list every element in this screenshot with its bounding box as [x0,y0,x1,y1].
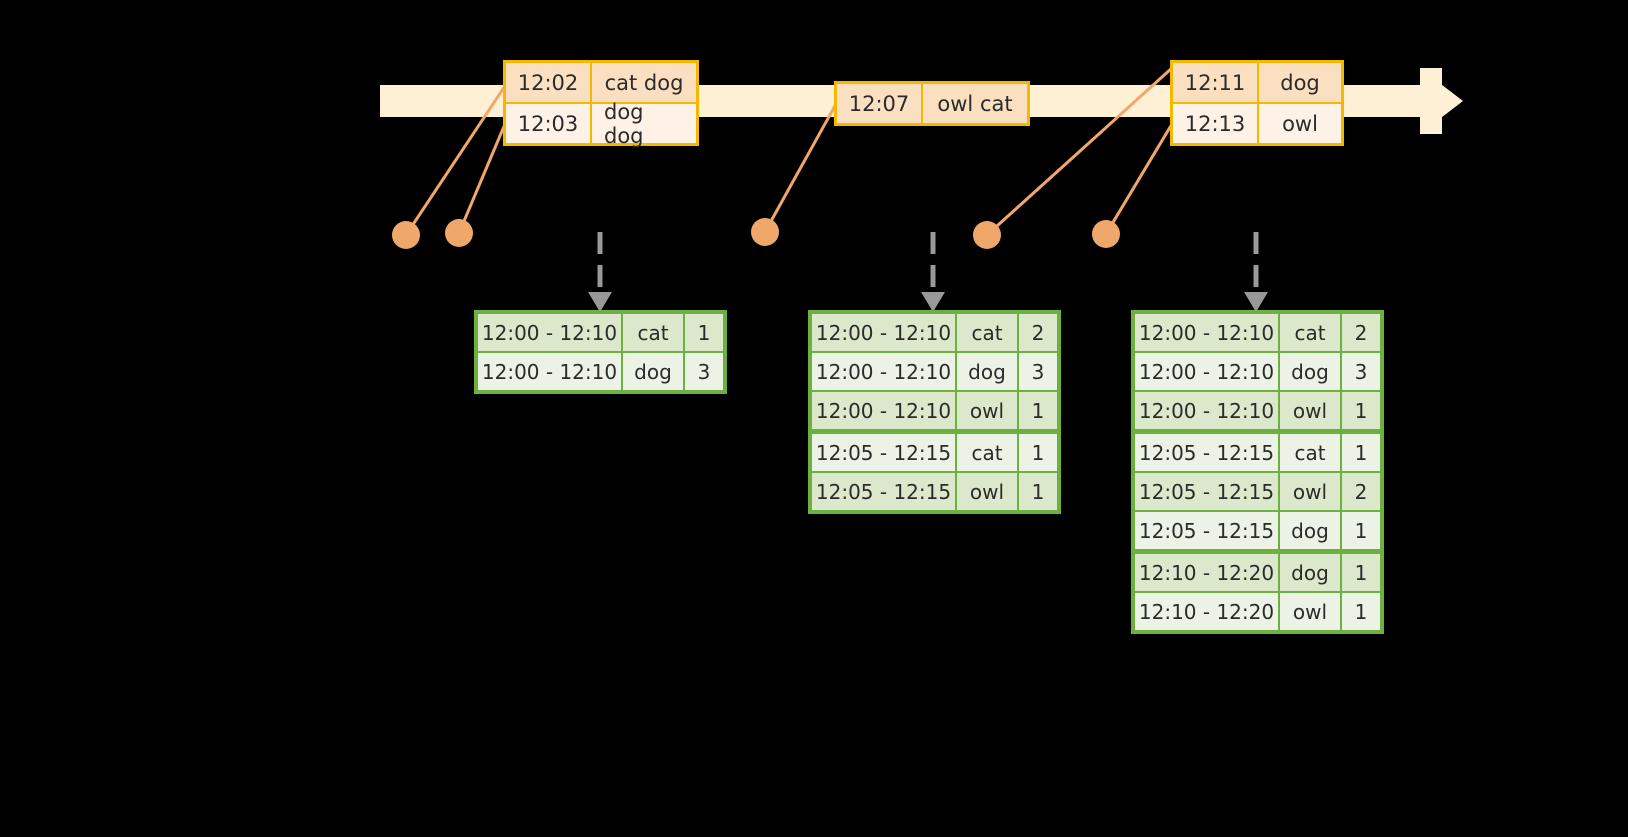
event-words: owl cat [923,84,1027,123]
result-window-cell: 12:00 - 12:10 [478,314,623,351]
result-window-cell: 12:05 - 12:15 [1135,473,1280,510]
result-key-cell: dog [1280,512,1342,549]
event-words: cat dog [592,63,696,102]
result-key-cell: cat [957,314,1019,351]
result-key-cell: dog [1280,353,1342,390]
result-window-cell: 12:00 - 12:10 [1135,392,1280,429]
result-count-cell: 1 [1342,554,1380,591]
result-count-cell: 1 [1342,392,1380,429]
event-time: 12:11 [1173,63,1259,102]
result-window-cell: 12:10 - 12:20 [1135,554,1280,591]
event-words: dog [1259,63,1341,102]
result-window-cell: 12:05 - 12:15 [1135,512,1280,549]
result-count-cell: 1 [1019,473,1057,510]
dashed-arrow-1 [588,232,612,312]
result-count-cell: 3 [1342,353,1380,390]
connector-dot-1 [392,221,420,249]
result-key-cell: cat [623,314,685,351]
result-count-cell: 1 [1342,434,1380,471]
result-key-cell: owl [1280,593,1342,630]
result-window-cell: 12:00 - 12:10 [1135,353,1280,390]
result-window-cell: 12:10 - 12:20 [1135,593,1280,630]
result-key-cell: owl [1280,392,1342,429]
result-window-cell: 12:05 - 12:15 [812,434,957,471]
event-words: dog dog [592,100,696,148]
event-time: 12:03 [506,104,592,143]
connector-dot-2 [445,219,473,247]
result-window-cell: 12:00 - 12:10 [1135,314,1280,351]
event-time: 12:02 [506,63,592,102]
result-window-cell: 12:00 - 12:10 [812,392,957,429]
event-words: owl [1259,104,1341,143]
event-time: 12:07 [837,84,923,123]
connector-dot-5 [1092,220,1120,248]
result-key-cell: cat [957,434,1019,471]
result-count-cell: 3 [1019,353,1057,390]
result-count-cell: 1 [1342,512,1380,549]
timeline-arrowhead [1420,68,1463,134]
result-count-cell: 2 [1342,473,1380,510]
result-key-cell: owl [1280,473,1342,510]
result-count-cell: 1 [1342,593,1380,630]
connector-line-2 [457,123,507,234]
connector-dot-3 [751,218,779,246]
result-window-cell: 12:00 - 12:10 [478,353,623,390]
result-window-cell: 12:00 - 12:10 [812,353,957,390]
result-key-cell: dog [1280,554,1342,591]
result-key-cell: dog [623,353,685,390]
result-key-cell: cat [1280,314,1342,351]
result-window-cell: 12:05 - 12:15 [1135,434,1280,471]
result-count-cell: 3 [685,353,723,390]
result-key-cell: owl [957,392,1019,429]
result-count-cell: 1 [1019,434,1057,471]
result-key-cell: dog [957,353,1019,390]
result-count-cell: 1 [685,314,723,351]
event-time: 12:13 [1173,104,1259,143]
dashed-arrow-3 [1244,232,1268,312]
result-count-cell: 1 [1019,392,1057,429]
connector-dot-4 [973,221,1001,249]
result-key-cell: cat [1280,434,1342,471]
result-window-cell: 12:00 - 12:10 [812,314,957,351]
connector-line-3 [763,103,838,233]
result-count-cell: 2 [1342,314,1380,351]
timeline-arrowhead-body [1420,68,1442,134]
connector-line-1 [404,85,507,236]
result-count-cell: 2 [1019,314,1057,351]
dashed-arrow-2 [921,232,945,312]
result-key-cell: owl [957,473,1019,510]
result-window-cell: 12:05 - 12:15 [812,473,957,510]
connector-line-5 [1104,123,1174,235]
